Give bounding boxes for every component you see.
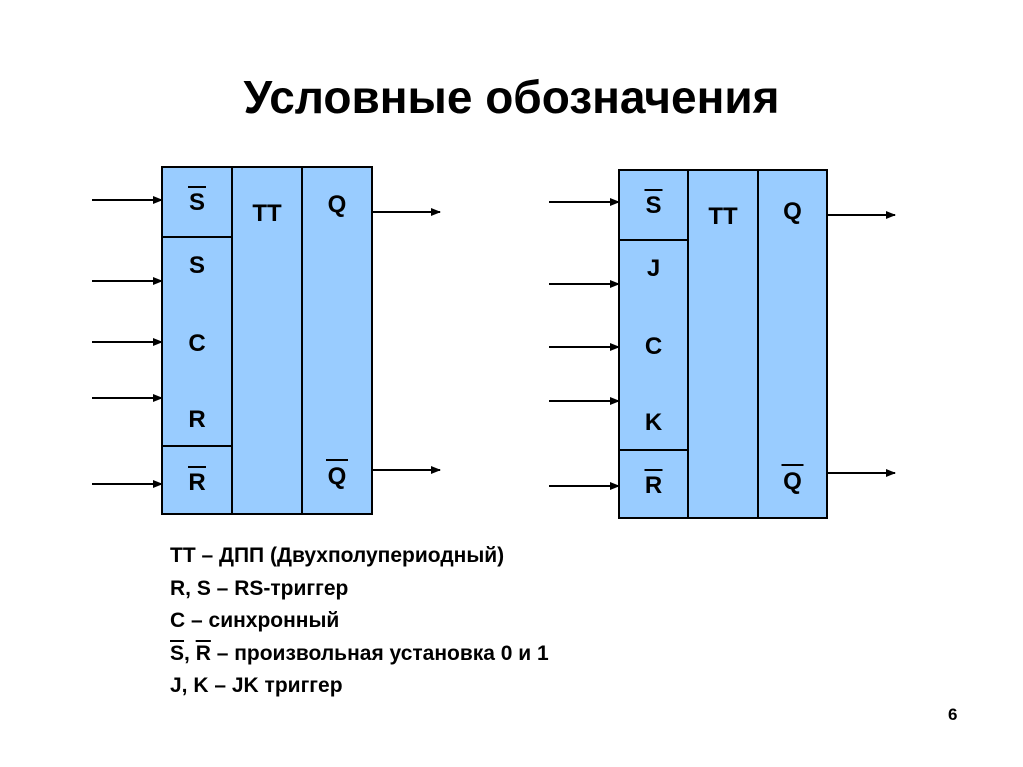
output-label-q: Q xyxy=(783,468,802,495)
legend-r-inverted: R xyxy=(195,641,211,665)
input-label-j: J xyxy=(647,255,660,282)
legend-separator: , xyxy=(184,641,196,665)
legend-line-set-reset: S, R – произвольная установка 0 и 1 xyxy=(170,638,549,671)
input-label-r: R xyxy=(188,406,205,433)
legend-line-tt: TT – ДПП (Двухполупериодный) xyxy=(170,544,505,567)
page-title: Условные обозначения xyxy=(243,71,780,123)
rs-trigger-block: S S C R R TT Q Q xyxy=(92,166,441,515)
output-label-q: Q xyxy=(783,198,802,225)
input-label-c: C xyxy=(645,333,662,360)
legend-line-jk: J, K – JK триггер xyxy=(170,674,343,697)
input-label-s: S xyxy=(189,189,205,216)
input-label-r: R xyxy=(645,472,662,499)
page-number: 6 xyxy=(948,705,958,724)
jk-trigger-block: S J C K R TT Q Q xyxy=(549,169,896,519)
input-label-c: C xyxy=(188,330,205,357)
legend: TT – ДПП (Двухполупериодный) R, S – RS-т… xyxy=(170,540,549,703)
input-label-s: S xyxy=(189,252,205,279)
trigger-body xyxy=(618,169,828,519)
output-label-q: Q xyxy=(328,191,347,218)
trigger-type-label: TT xyxy=(708,203,738,230)
output-label-q: Q xyxy=(328,463,347,490)
input-label-k: K xyxy=(645,409,663,436)
legend-s-inverted: S xyxy=(170,641,185,665)
trigger-type-label: TT xyxy=(252,200,282,227)
input-label-r: R xyxy=(188,469,205,496)
legend-line-rs: R, S – RS-триггер xyxy=(170,576,349,600)
legend-line-c: C – синхронный xyxy=(170,609,340,632)
input-label-s: S xyxy=(645,192,661,219)
legend-set-reset-text: – произвольная установка 0 и 1 xyxy=(210,641,549,665)
trigger-body xyxy=(161,166,373,515)
